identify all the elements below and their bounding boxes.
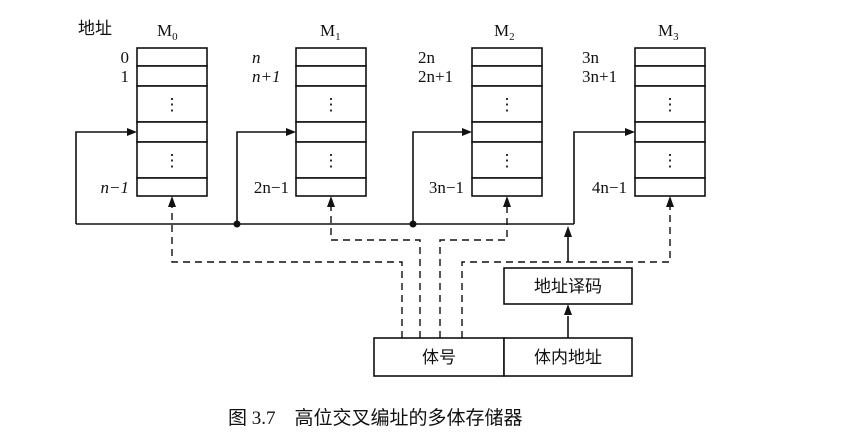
memory-cell: [295, 177, 367, 197]
ellipsis: ⋮: [499, 95, 516, 114]
ellipsis: ⋮: [164, 95, 181, 114]
inner-address-field: [503, 337, 633, 377]
arrow-up: [327, 196, 335, 207]
select-line-m0: [171, 206, 403, 338]
arrow-up: [503, 196, 511, 207]
memory-cell: [471, 47, 543, 67]
memory-cell: [136, 177, 208, 197]
arrow-right: [625, 128, 635, 136]
select-line-m2: [439, 206, 508, 338]
memory-cell: [136, 121, 208, 143]
ellipsis: ⋮: [662, 151, 679, 170]
address-label: 2n−1: [254, 178, 289, 197]
address-label: 3n+1: [582, 67, 617, 86]
memory-cell: [295, 141, 367, 179]
memory-cell: [471, 177, 543, 197]
ellipsis: ⋮: [164, 151, 181, 170]
decoder-box: [503, 267, 633, 305]
bus-branch-m3: [573, 131, 626, 224]
ellipsis: ⋮: [323, 151, 340, 170]
bank-number-label: 体号: [422, 348, 456, 367]
address-label: 2n+1: [418, 67, 453, 86]
arrow-up: [564, 304, 572, 315]
arrow-right: [286, 128, 296, 136]
memory-cell: [634, 177, 706, 197]
memory-cell: [471, 121, 543, 143]
ellipsis: ⋮: [499, 151, 516, 170]
address-bus: [75, 128, 635, 338]
address-label: n−1: [101, 178, 129, 197]
bank-number-field: [373, 337, 505, 377]
memory-cell: [136, 65, 208, 87]
module-title-m1: M1: [320, 21, 341, 43]
memory-cell: [295, 47, 367, 67]
ellipsis: ⋮: [323, 95, 340, 114]
memory-module-m0: M0 ⋮ ⋮ 0 1 n−1: [101, 21, 208, 197]
bank-select-lines: [168, 196, 674, 338]
address-label: 0: [121, 48, 130, 67]
memory-cell: [295, 65, 367, 87]
inner-address-label: 体内地址: [534, 348, 602, 367]
bus-branch-m2: [412, 131, 463, 224]
memory-module-m1: M1 ⋮ ⋮ n n+1 2n−1: [252, 21, 367, 197]
memory-module-m2: M2 ⋮ ⋮ 2n 2n+1 3n−1: [418, 21, 543, 197]
figure-caption: 图 3.7 高位交叉编址的多体存储器: [228, 407, 523, 429]
arrow-up: [168, 196, 176, 207]
memory-cell: [136, 47, 208, 67]
module-title-m2: M2: [494, 21, 515, 43]
address-label: n: [252, 48, 261, 67]
address-register: 体号 体内地址: [373, 337, 633, 377]
bus-branch-m1: [236, 131, 287, 224]
select-line-m3: [461, 206, 671, 338]
memory-module-m3: M3 ⋮ ⋮ 3n 3n+1 4n−1: [582, 21, 706, 197]
arrow-right: [127, 128, 137, 136]
ellipsis: ⋮: [662, 95, 679, 114]
address-label: 3n: [582, 48, 600, 67]
module-title-m3: M3: [658, 21, 679, 43]
address-label: n+1: [252, 67, 280, 86]
memory-cell: [295, 121, 367, 143]
address-label: 2n: [418, 48, 436, 67]
select-line-m1: [330, 206, 421, 338]
address-label: 4n−1: [592, 178, 627, 197]
address-header: 地址: [78, 19, 112, 38]
arrow-right: [462, 128, 472, 136]
junction-dot: [409, 220, 417, 228]
arrow-up: [666, 196, 674, 207]
memory-cell: [634, 47, 706, 67]
memory-cell: [634, 121, 706, 143]
memory-cell: [634, 141, 706, 179]
address-label: 3n−1: [429, 178, 464, 197]
address-label: 1: [121, 67, 130, 86]
memory-cell: [136, 85, 208, 123]
junction-dot: [233, 220, 241, 228]
memory-cell: [471, 141, 543, 179]
memory-cell: [471, 65, 543, 87]
address-decoder: 地址译码: [503, 267, 633, 305]
arrow-up: [564, 226, 572, 237]
module-title-m0: M0: [157, 21, 178, 43]
bus-branch-m0: [75, 131, 128, 224]
decoder-label: 地址译码: [534, 277, 602, 296]
memory-cell: [634, 65, 706, 87]
